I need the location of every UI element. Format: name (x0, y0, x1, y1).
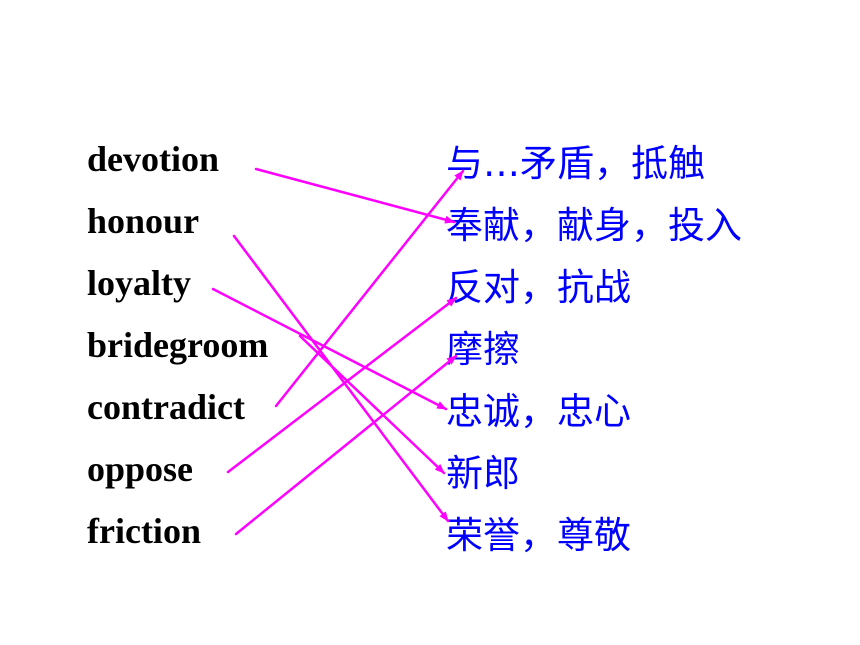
meaning-contradict: 与…矛盾，抵触 (446, 142, 705, 185)
word-contradict: contradict (87, 387, 245, 427)
word-friction: friction (87, 511, 201, 551)
word-bridegroom: bridegroom (87, 325, 269, 365)
word-loyalty: loyalty (87, 263, 191, 303)
word-devotion: devotion (87, 139, 220, 179)
connector-friction (234, 354, 458, 536)
meaning-loyalty: 忠诚，忠心 (446, 390, 631, 433)
connector-bridegroom (298, 334, 446, 475)
meaning-devotion: 奉献，献身，投入 (446, 204, 742, 247)
connector-contradict (274, 169, 465, 408)
word-honour: honour (87, 201, 200, 241)
meaning-oppose: 反对，抗战 (446, 266, 631, 309)
connector-loyalty (211, 287, 448, 411)
meaning-friction: 摩擦 (446, 328, 520, 371)
connector-devotion (254, 167, 456, 224)
meaning-bridegroom: 新郎 (446, 452, 520, 495)
connector-oppose (226, 296, 458, 474)
meaning-honour: 荣誉，尊敬 (446, 514, 631, 557)
word-oppose: oppose (87, 449, 194, 489)
connector-honour (232, 234, 450, 523)
